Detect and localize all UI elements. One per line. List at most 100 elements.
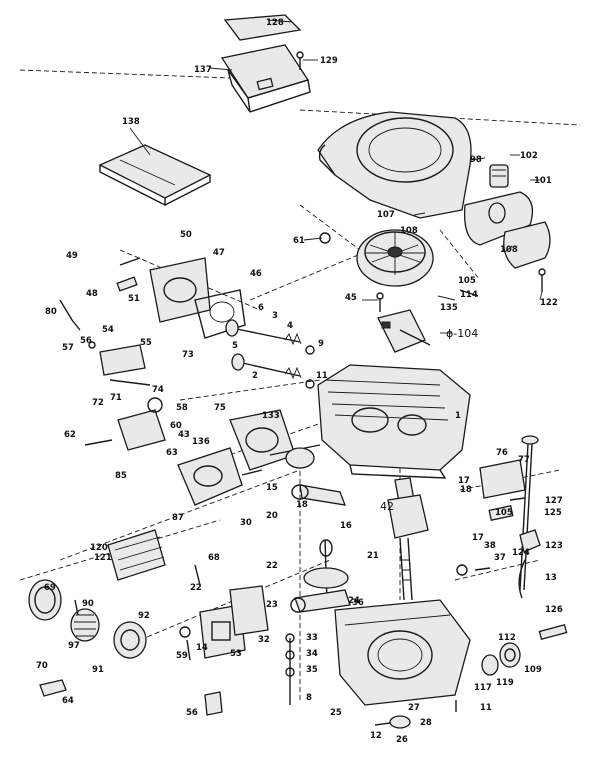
governor-parts bbox=[179, 585, 269, 716]
label-80: 80 bbox=[45, 307, 57, 317]
label-92: 92 bbox=[138, 611, 150, 621]
label-17-b: 17 bbox=[472, 533, 484, 543]
label-4: 4 bbox=[287, 321, 293, 331]
label-121: 121 bbox=[94, 553, 112, 563]
label-56-b: 56 bbox=[186, 708, 198, 718]
label-27: 27 bbox=[408, 703, 420, 713]
label-57: 57 bbox=[62, 343, 74, 353]
label-117: 117 bbox=[474, 683, 492, 693]
label-63: 63 bbox=[166, 448, 178, 458]
label-11: 11 bbox=[316, 371, 328, 381]
air-filter-element bbox=[98, 144, 212, 207]
crankshaft bbox=[387, 477, 429, 601]
label-22-b: 22 bbox=[190, 583, 202, 593]
label-105-b: 105 bbox=[495, 508, 513, 518]
carburetor bbox=[117, 397, 263, 506]
label-61: 61 bbox=[293, 236, 305, 246]
label-1: 1 bbox=[455, 411, 461, 421]
label-33: 33 bbox=[306, 633, 318, 643]
label-108-b: 108 bbox=[500, 245, 518, 255]
label-74: 74 bbox=[152, 385, 164, 395]
label-124: 124 bbox=[512, 548, 530, 558]
label-69: 69 bbox=[44, 583, 56, 593]
oil-sump bbox=[334, 599, 471, 706]
label-35: 35 bbox=[306, 665, 318, 675]
label-101: 101 bbox=[534, 176, 552, 186]
label-47: 47 bbox=[213, 248, 225, 258]
label-137: 137 bbox=[194, 65, 212, 75]
label-62: 62 bbox=[64, 430, 76, 440]
label-25: 25 bbox=[330, 708, 342, 718]
cylinder-block bbox=[317, 364, 471, 479]
label-114: 114 bbox=[460, 290, 478, 300]
air-cleaner-assembly-bottom bbox=[28, 579, 147, 697]
label-136: 136 bbox=[192, 437, 210, 447]
muffler-shield bbox=[107, 529, 166, 581]
label-98: 98 bbox=[470, 155, 482, 165]
label-138: 138 bbox=[122, 117, 140, 127]
label-16: 16 bbox=[340, 521, 352, 531]
label-11-b: 11 bbox=[480, 703, 492, 713]
label-14: 14 bbox=[196, 643, 208, 653]
label-68: 68 bbox=[208, 553, 220, 563]
intake-manifold bbox=[229, 409, 321, 471]
label-70: 70 bbox=[36, 661, 48, 671]
breather-parts bbox=[59, 257, 151, 386]
label-3: 3 bbox=[272, 311, 278, 321]
label-13: 13 bbox=[545, 573, 557, 583]
blower-housing bbox=[317, 111, 472, 219]
label-24: 24 bbox=[348, 596, 360, 606]
label-75: 75 bbox=[214, 403, 226, 413]
muffler bbox=[463, 164, 551, 269]
label-60: 60 bbox=[170, 421, 182, 431]
label-120: 120 bbox=[90, 543, 108, 553]
leader-lines bbox=[129, 19, 543, 334]
label-54: 54 bbox=[102, 325, 114, 335]
label-123: 123 bbox=[545, 541, 563, 551]
label-108: 108 bbox=[400, 226, 418, 236]
label-34: 34 bbox=[306, 649, 318, 659]
label-22: 22 bbox=[266, 561, 278, 571]
label-28: 28 bbox=[420, 718, 432, 728]
oil-seal bbox=[481, 623, 568, 676]
label-38: 38 bbox=[484, 541, 496, 551]
label-5: 5 bbox=[232, 341, 238, 351]
label-21: 21 bbox=[367, 551, 379, 561]
part-labels: 128 129 137 138 98 102 101 61 107 108 10… bbox=[36, 18, 563, 745]
label-43: 43 bbox=[178, 430, 190, 440]
flywheel bbox=[356, 229, 434, 287]
label-12: 12 bbox=[370, 731, 382, 741]
label-97: 97 bbox=[68, 641, 80, 651]
label-48: 48 bbox=[86, 289, 98, 299]
label-53: 53 bbox=[230, 649, 242, 659]
air-cleaner-cover bbox=[220, 14, 311, 113]
label-49: 49 bbox=[66, 251, 78, 261]
label-59: 59 bbox=[176, 651, 188, 661]
label-76: 76 bbox=[496, 448, 508, 458]
label-133: 133 bbox=[262, 411, 280, 421]
label-72: 72 bbox=[92, 398, 104, 408]
valve-train bbox=[225, 319, 315, 389]
label-90: 90 bbox=[82, 599, 94, 609]
ignition-module bbox=[377, 309, 431, 353]
label-109: 109 bbox=[524, 665, 542, 675]
label-85: 85 bbox=[115, 471, 127, 481]
label-18-b: 18 bbox=[296, 500, 308, 510]
label-9: 9 bbox=[318, 339, 324, 349]
label-77: 77 bbox=[518, 455, 530, 465]
label-104: ϕ-104 bbox=[446, 327, 478, 340]
label-36: 36 bbox=[352, 598, 364, 608]
label-102: 102 bbox=[520, 151, 538, 161]
label-129: 129 bbox=[320, 56, 338, 66]
label-20: 20 bbox=[266, 511, 278, 521]
label-128: 128 bbox=[266, 18, 284, 28]
label-71: 71 bbox=[110, 393, 122, 403]
label-107: 107 bbox=[377, 210, 395, 220]
label-56: 56 bbox=[80, 336, 92, 346]
label-46: 46 bbox=[250, 269, 262, 279]
camshaft bbox=[303, 539, 349, 601]
label-126: 126 bbox=[545, 605, 563, 615]
label-87: 87 bbox=[172, 513, 184, 523]
label-127: 127 bbox=[545, 496, 563, 506]
label-23: 23 bbox=[266, 600, 278, 610]
